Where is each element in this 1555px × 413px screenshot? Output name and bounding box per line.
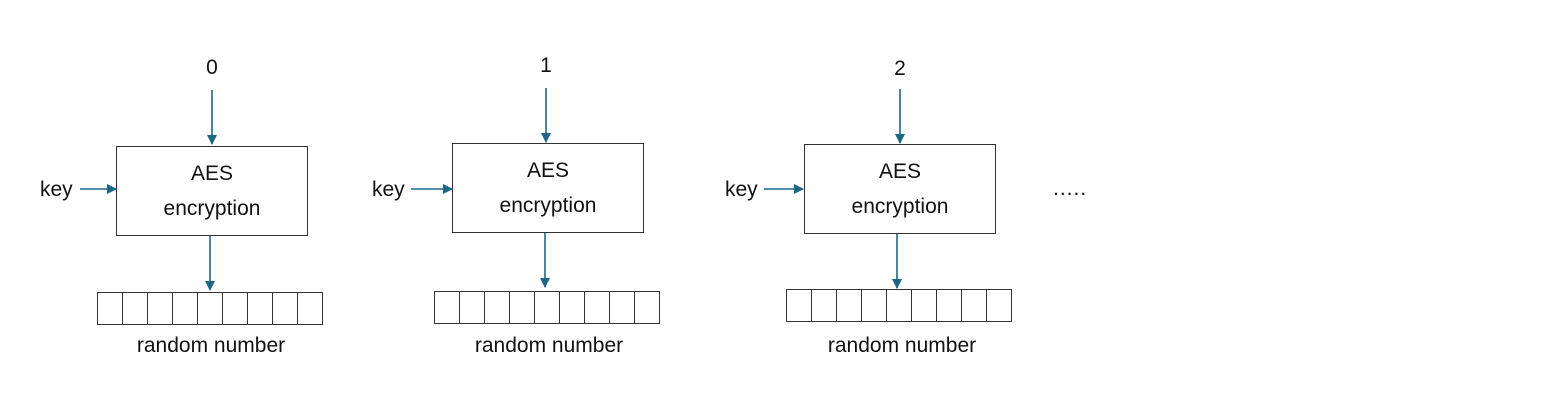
- bit-cell: [298, 293, 323, 324]
- key-label: key: [725, 178, 758, 201]
- random-number-label: random number: [474, 334, 624, 357]
- bit-cell: [460, 292, 485, 323]
- bit-cell: [937, 290, 962, 321]
- bit-cell: [223, 293, 248, 324]
- bit-cell: [635, 292, 660, 323]
- bit-cell: [510, 292, 535, 323]
- continuation-ellipsis: .....: [1053, 177, 1088, 200]
- counter-label: 1: [540, 54, 552, 77]
- bit-cell: [585, 292, 610, 323]
- bit-cell: [535, 292, 560, 323]
- bit-cell: [610, 292, 635, 323]
- random-number-cells: [786, 289, 1012, 322]
- bit-cell: [962, 290, 987, 321]
- bit-cell: [123, 293, 148, 324]
- bit-cell: [862, 290, 887, 321]
- bit-cell: [812, 290, 837, 321]
- bit-cell: [887, 290, 912, 321]
- box-line-2: encryption: [163, 197, 261, 220]
- box-line-1: AES: [526, 159, 570, 182]
- random-number-cells: [97, 292, 323, 325]
- bit-cell: [98, 293, 123, 324]
- bit-cell: [987, 290, 1012, 321]
- bit-cell: [248, 293, 273, 324]
- bit-cell: [560, 292, 585, 323]
- bit-cell: [837, 290, 862, 321]
- aes-encryption-box: AES encryption: [116, 146, 308, 236]
- counter-label: 0: [206, 56, 218, 79]
- aes-encryption-box: AES encryption: [804, 144, 996, 234]
- box-line-2: encryption: [851, 195, 949, 218]
- box-line-1: AES: [190, 162, 234, 185]
- bit-cell: [173, 293, 198, 324]
- key-label: key: [372, 178, 405, 201]
- random-number-label: random number: [827, 334, 977, 357]
- bit-cell: [787, 290, 812, 321]
- bit-cell: [912, 290, 937, 321]
- box-line-1: AES: [878, 160, 922, 183]
- aes-encryption-box: AES encryption: [452, 143, 644, 233]
- bit-cell: [148, 293, 173, 324]
- counter-label: 2: [894, 57, 906, 80]
- bit-cell: [485, 292, 510, 323]
- bit-cell: [435, 292, 460, 323]
- random-number-label: random number: [136, 334, 286, 357]
- random-number-cells: [434, 291, 660, 324]
- box-line-2: encryption: [499, 194, 597, 217]
- key-label: key: [40, 178, 73, 201]
- bit-cell: [273, 293, 298, 324]
- bit-cell: [198, 293, 223, 324]
